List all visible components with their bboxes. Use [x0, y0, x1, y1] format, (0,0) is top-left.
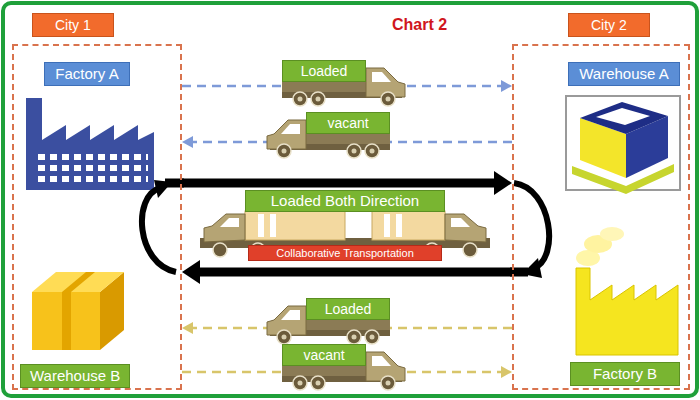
- loop-arrow: [142, 180, 549, 278]
- city-region: City 1Factory AWarehouse B: [12, 44, 182, 390]
- double-truck-part: [220, 218, 239, 227]
- factory-icon-part: [576, 268, 678, 355]
- warehouse-label-box: Factory B: [570, 362, 680, 386]
- factory-icon: [576, 227, 678, 355]
- label-text: Warehouse A: [579, 65, 669, 82]
- factory-icon: [26, 98, 154, 190]
- warehouse-icon: [566, 96, 680, 194]
- double-truck-part: [270, 214, 276, 237]
- loop-arrow-part: [514, 183, 549, 268]
- label-text: Factory A: [55, 65, 118, 82]
- double-truck-part: [213, 243, 227, 257]
- box-icon-part: [62, 292, 71, 350]
- loop-arrow-part: [142, 188, 176, 272]
- arrowhead: [182, 136, 193, 148]
- box-icon: [32, 272, 124, 350]
- arrowhead: [501, 80, 512, 92]
- double-truck-part: [396, 214, 402, 237]
- factory-icon-part: [34, 150, 148, 184]
- city-region: City 2Warehouse AFactory B: [512, 44, 690, 390]
- cargo-banner: Loaded Both Direction: [245, 190, 445, 212]
- factory-icon-part: [26, 98, 154, 190]
- loop-arrow-part: [154, 180, 172, 198]
- double-truck-part: [445, 214, 486, 242]
- flow-line: [199, 268, 512, 277]
- flow-line: [182, 179, 495, 188]
- warehouse-icon-part: [596, 108, 650, 125]
- double-truck-part: [451, 218, 470, 227]
- caption-tag: Collaborative Transportation: [248, 245, 442, 261]
- outer-border: [3, 3, 697, 396]
- arrowhead: [494, 171, 512, 195]
- city-label: City 2: [568, 13, 650, 37]
- double-truck-part: [384, 214, 390, 237]
- double-truck-part: [258, 214, 264, 237]
- factory-label-box: Warehouse A: [568, 62, 680, 86]
- arrowhead: [501, 366, 512, 378]
- factory-label-box: Factory A: [44, 62, 130, 86]
- factory-icon-part: [600, 227, 624, 241]
- truck-cargo-label: vacant: [282, 344, 366, 366]
- chart-title: Chart 2: [392, 16, 447, 34]
- box-icon-part: [32, 272, 124, 292]
- loop-arrow-part: [522, 258, 542, 278]
- warehouse-icon-part: [580, 102, 668, 134]
- arrowhead: [182, 260, 200, 284]
- truck-cargo-label: Loaded: [282, 60, 366, 82]
- double-truck-part: [463, 243, 477, 257]
- double-truck-part: [245, 211, 345, 240]
- box-icon-part: [32, 292, 100, 350]
- box-icon-part: [62, 272, 95, 292]
- double-truck-part: [372, 211, 445, 240]
- truck-cargo-label: vacant: [306, 112, 390, 134]
- city-label: City 1: [32, 13, 114, 37]
- double-truck-part: [204, 214, 245, 242]
- label-text: Warehouse B: [30, 367, 120, 384]
- warehouse-label-box: Warehouse B: [20, 364, 130, 388]
- label-text: Factory B: [593, 365, 657, 382]
- arrowhead: [182, 322, 193, 334]
- truck-cargo-label: Loaded: [306, 298, 390, 320]
- flow-arrow: [182, 260, 512, 284]
